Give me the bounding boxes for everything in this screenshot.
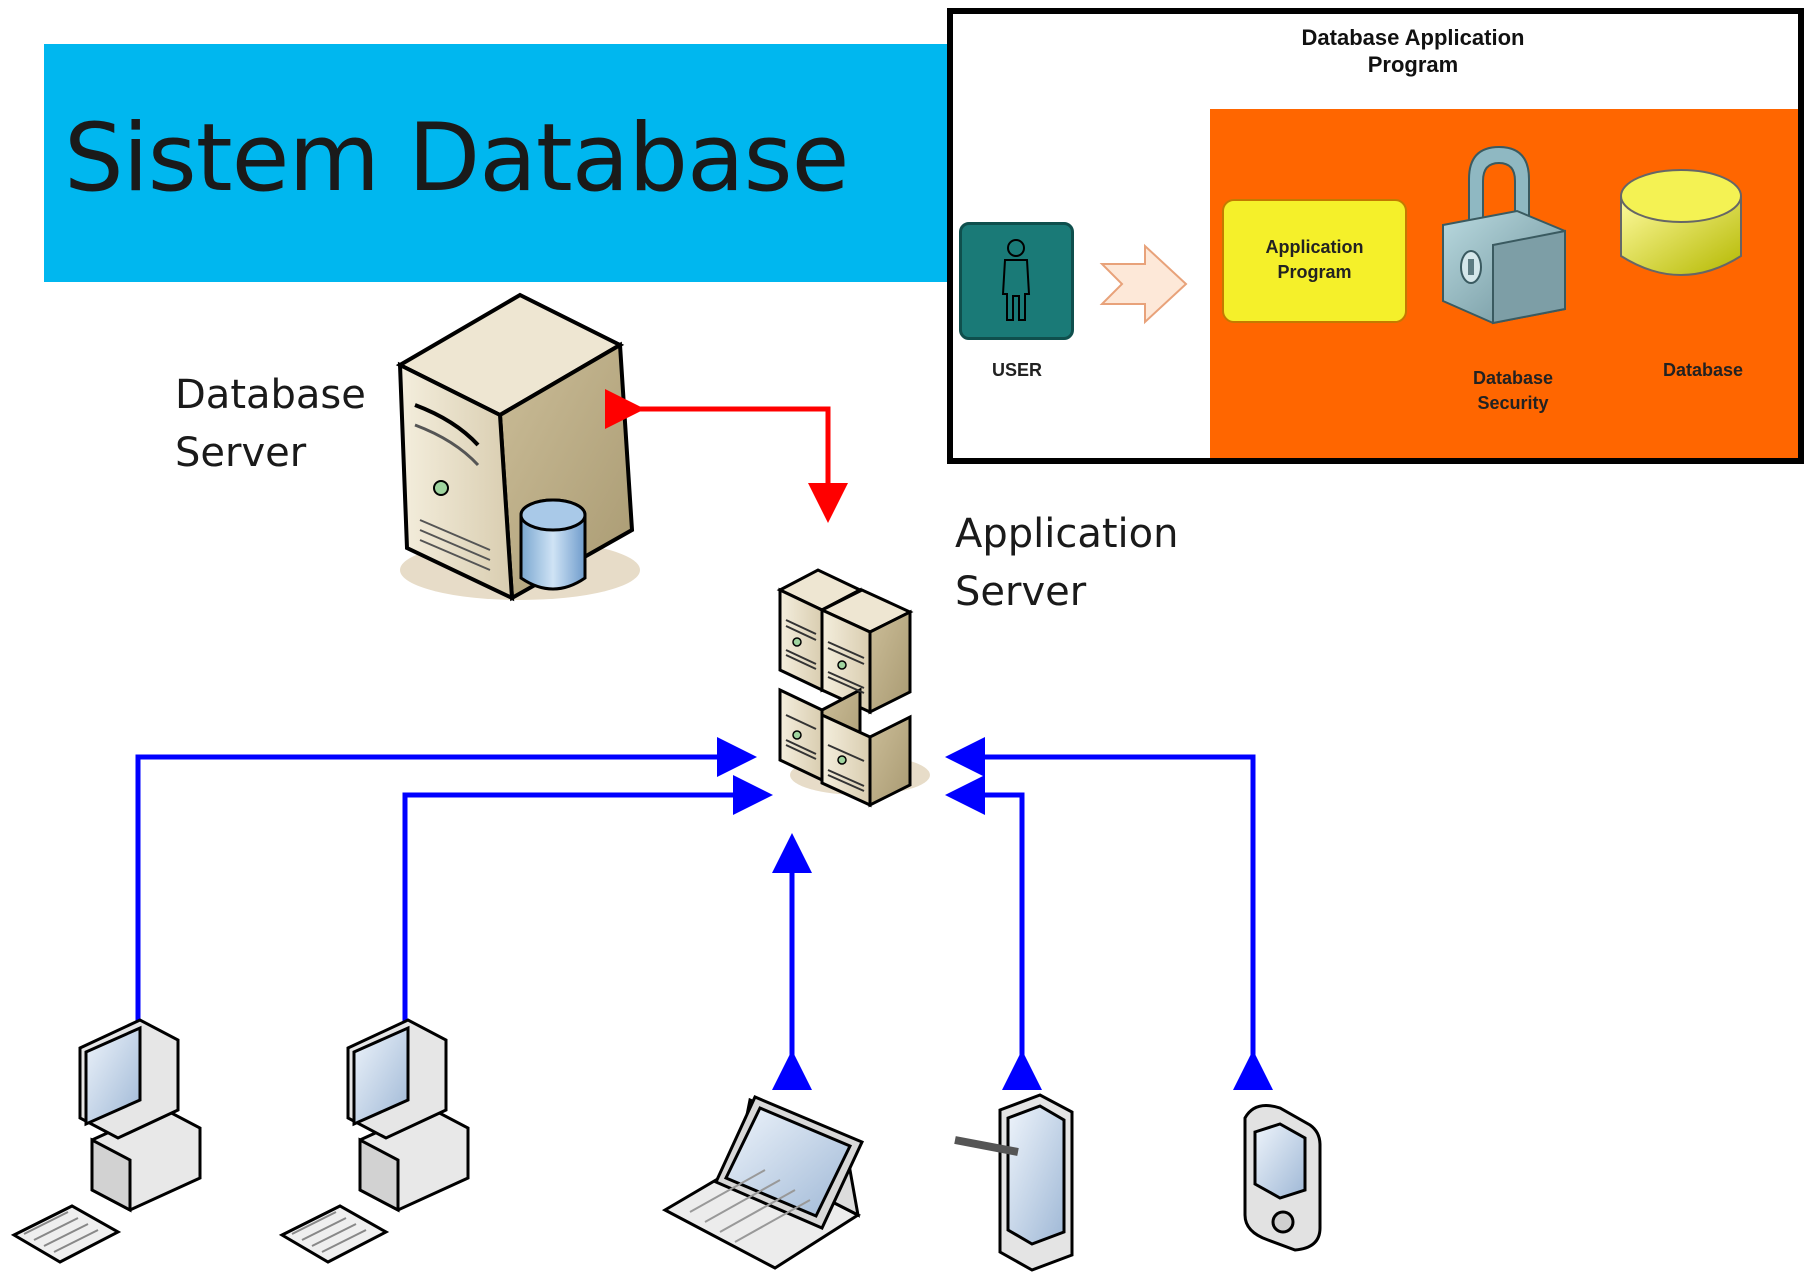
- connector-pda: [945, 737, 1273, 1090]
- client-connectors: [118, 737, 1273, 1090]
- arrow-right-icon: [1099, 243, 1188, 325]
- pda-icon: [1243, 1104, 1322, 1252]
- tablet-icon: [954, 1093, 1074, 1272]
- database-security-label: Database Security: [1453, 366, 1573, 416]
- database-server-label: Database Server: [175, 366, 366, 482]
- user-label: USER: [991, 360, 1042, 380]
- page-title: Sistem Database: [64, 104, 849, 213]
- application-server-icon: [776, 568, 930, 808]
- application-program-label: Application Program: [1224, 235, 1405, 285]
- database-server-icon: [395, 292, 640, 602]
- user-box: [959, 222, 1074, 340]
- database-label: Database: [1662, 360, 1744, 380]
- application-program-line1: Application: [1265, 237, 1364, 257]
- database-cylinder-icon: [1620, 169, 1742, 276]
- database-server-label-line2: Server: [175, 430, 307, 476]
- application-program-box: Application Program: [1222, 199, 1407, 323]
- database-server-label-line1: Database: [175, 372, 366, 418]
- inset-title-line2: Program: [1367, 52, 1459, 77]
- title-banner: [44, 44, 959, 282]
- desktop-computer-icon: [10, 1018, 202, 1264]
- database-security-line2: Security: [1477, 393, 1549, 413]
- inset-title-line1: Database Application: [1301, 25, 1525, 50]
- application-server-label-line2: Server: [955, 569, 1087, 615]
- application-server-label-line1: Application: [955, 511, 1179, 557]
- database-security-line1: Database: [1472, 368, 1554, 388]
- connector-desktop-1: [118, 737, 757, 1090]
- application-server-label: Application Server: [955, 505, 1179, 621]
- db-app-connector: [605, 389, 848, 523]
- desktop-computer-icon: [278, 1018, 470, 1264]
- application-program-line2: Program: [1277, 262, 1352, 282]
- padlock-icon: [1442, 145, 1566, 325]
- laptop-icon: [661, 1095, 865, 1270]
- connector-tablet: [945, 775, 1042, 1090]
- database-application-program-inset: Database Application Program USER Applic…: [947, 8, 1804, 464]
- connector-desktop-2: [385, 775, 773, 1090]
- user-person-icon: [1001, 239, 1031, 321]
- inset-title: Database Application Program: [1283, 24, 1543, 78]
